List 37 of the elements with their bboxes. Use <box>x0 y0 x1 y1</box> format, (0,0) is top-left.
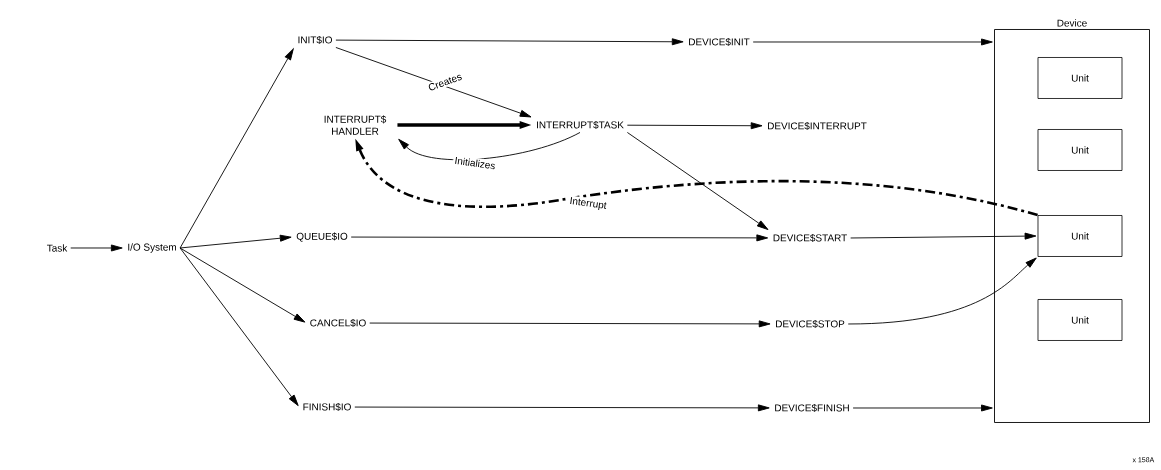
node-label: I/O System <box>128 243 176 253</box>
node-label: FINISH$IO <box>303 402 351 411</box>
node-label: DEVICE$INTERRUPT <box>768 121 867 130</box>
node-label: INIT$IO <box>298 35 332 44</box>
arrow <box>179 247 306 323</box>
arrow <box>179 234 292 249</box>
arrow <box>398 132 581 161</box>
unit-box: Unit <box>1037 57 1123 99</box>
edge-label: Interrupt <box>567 195 609 213</box>
node-label: DEVICE$FINISH <box>775 403 849 412</box>
arrow <box>752 38 993 46</box>
edge-label: Initializes <box>452 154 498 172</box>
unit-box: Unit <box>1037 129 1123 171</box>
unit-box: Unit <box>1037 215 1123 257</box>
arrow <box>70 244 123 252</box>
arrow <box>369 320 771 328</box>
arrow <box>626 122 763 130</box>
node-label: Device <box>1057 19 1087 27</box>
node-label: INTERRUPT$ HANDLER <box>324 115 387 135</box>
arrow <box>354 404 770 412</box>
unit-box: Unit <box>1037 299 1123 341</box>
arrow <box>847 257 1037 325</box>
arrow <box>350 234 769 242</box>
node-label: DEVICE$INIT <box>689 37 750 46</box>
arrow <box>335 38 684 46</box>
arrow <box>852 404 993 412</box>
arrow <box>850 232 1037 240</box>
arrow <box>335 47 532 118</box>
node-label: Task <box>47 244 68 252</box>
arrow <box>626 132 769 230</box>
node-label: DEVICE$STOP <box>776 319 845 328</box>
arrow <box>179 48 294 249</box>
arrow <box>179 247 299 407</box>
node-label: DEVICE$START <box>773 233 847 242</box>
node-label: INTERRUPT$TASK <box>537 120 624 129</box>
node-label: QUEUE$IO <box>296 232 348 242</box>
node-label: CANCEL$IO <box>310 318 366 327</box>
